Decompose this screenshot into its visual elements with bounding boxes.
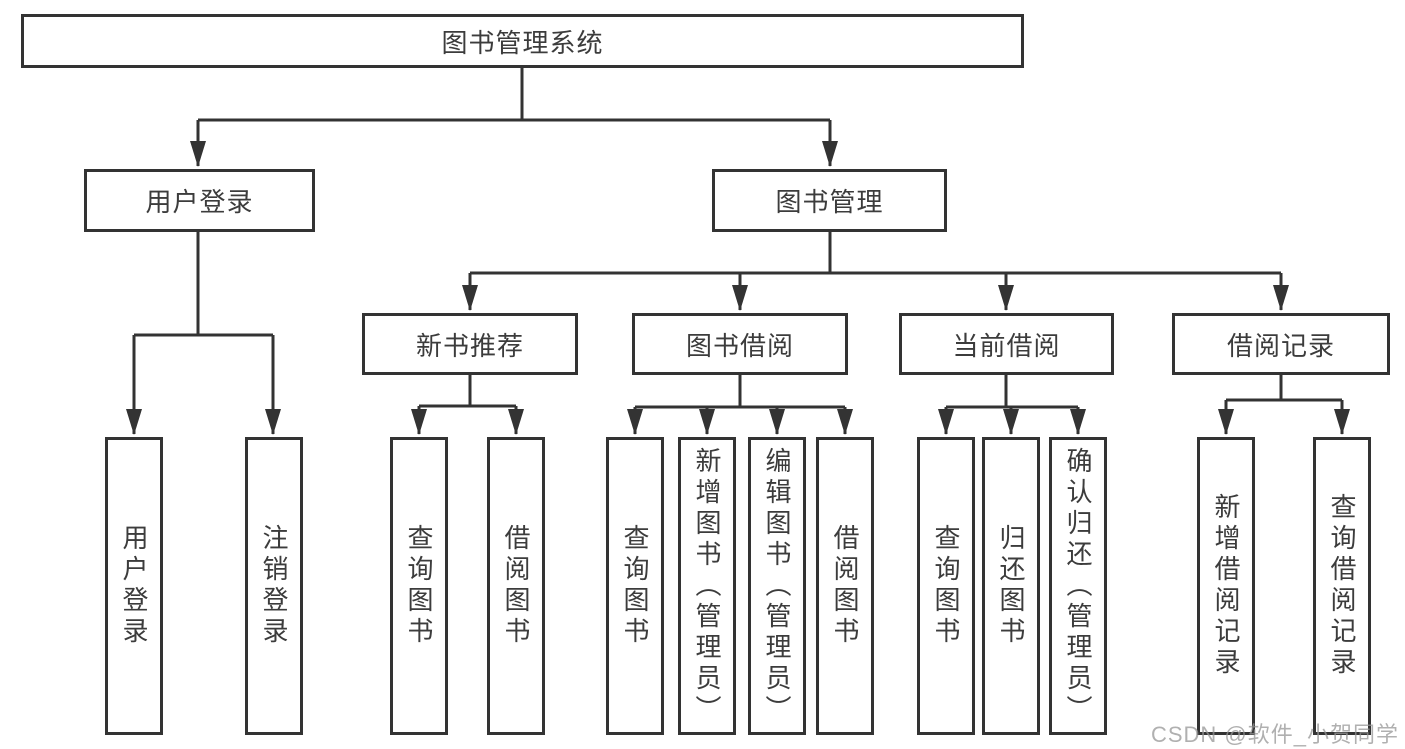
- connector-book-borrow-split: [635, 375, 845, 409]
- node-book-borrow: 图书借阅: [632, 313, 848, 375]
- leaf-bb-add-book-admin: 新增图书（管理员）: [678, 437, 736, 735]
- leaf-cb-return-book: 归还图书: [982, 437, 1040, 735]
- leaf-nbr-borrow-book: 借阅图书: [487, 437, 545, 735]
- leaf-label: 借阅图书: [501, 524, 531, 648]
- node-root: 图书管理系统: [21, 14, 1024, 68]
- leaf-label: 用户登录: [119, 524, 149, 648]
- connector-book-mgmt-split: [470, 232, 1281, 275]
- leaf-label: 查询借阅记录: [1327, 493, 1357, 679]
- connector-user-login-split: [134, 232, 273, 337]
- leaf-label: 归还图书: [996, 524, 1026, 648]
- leaf-label: 查询图书: [620, 524, 650, 648]
- leaf-logout: 注销登录: [245, 437, 303, 735]
- connector-new-book-rec-split: [419, 375, 516, 408]
- leaf-br-add-record: 新增借阅记录: [1197, 437, 1255, 735]
- leaf-nbr-query-book: 查询图书: [390, 437, 448, 735]
- node-user-login: 用户登录: [84, 169, 315, 232]
- connector-current-borrow-split: [946, 375, 1078, 409]
- csdn-watermark: CSDN @软件_小贺同学: [1150, 722, 1399, 747]
- node-book-mgmt: 图书管理: [712, 169, 947, 232]
- leaf-bb-borrow-book: 借阅图书: [816, 437, 874, 735]
- leaf-cb-query-book: 查询图书: [917, 437, 975, 735]
- leaf-bb-edit-book-admin: 编辑图书（管理员）: [748, 437, 806, 735]
- leaf-label: 新增借阅记录: [1211, 493, 1241, 679]
- leaf-user-login: 用户登录: [105, 437, 163, 735]
- connector-borrow-record-split: [1226, 375, 1342, 402]
- leaf-label: 新增图书（管理员）: [692, 446, 722, 726]
- connector-root-split: [198, 68, 830, 122]
- leaf-label: 查询图书: [931, 524, 961, 648]
- node-new-book-rec: 新书推荐: [362, 313, 578, 375]
- leaf-label: 编辑图书（管理员）: [762, 446, 792, 726]
- leaf-label: 注销登录: [259, 524, 289, 648]
- leaf-cb-confirm-return-admin: 确认归还（管理员）: [1049, 437, 1107, 735]
- leaf-label: 确认归还（管理员）: [1063, 446, 1093, 726]
- leaf-label: 借阅图书: [830, 524, 860, 648]
- leaf-label: 查询图书: [404, 524, 434, 648]
- leaf-bb-query-book: 查询图书: [606, 437, 664, 735]
- leaf-br-query-record: 查询借阅记录: [1313, 437, 1371, 735]
- node-current-borrow: 当前借阅: [899, 313, 1114, 375]
- node-borrow-record: 借阅记录: [1172, 313, 1390, 375]
